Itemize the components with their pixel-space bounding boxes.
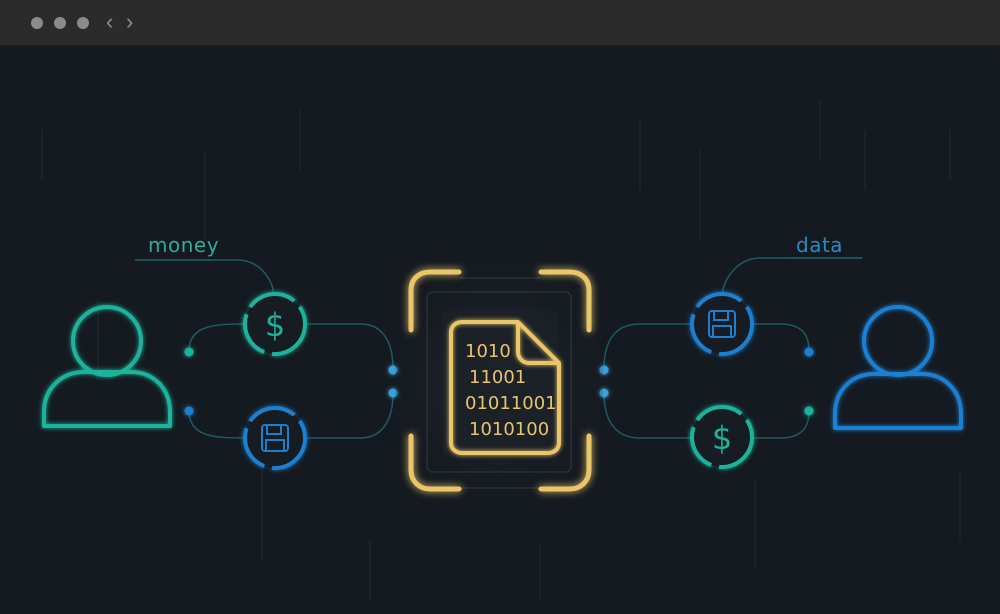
diagram-canvas: $ $ — [41, 100, 963, 600]
svg-text:$: $ — [265, 306, 285, 344]
dollar-icon: $ — [690, 405, 754, 469]
back-arrow-icon[interactable]: ‹ — [106, 9, 114, 34]
svg-text:$: $ — [712, 419, 732, 457]
sender-user-icon — [42, 305, 172, 428]
floppy-disk-icon — [243, 406, 307, 470]
floppy-disk-icon — [690, 292, 754, 356]
receiver-user-icon — [833, 305, 963, 430]
exchange-diagram: $ $ — [0, 46, 1000, 614]
binary-line-2: 11001 — [469, 367, 527, 388]
binary-line-1: 1010 — [465, 341, 511, 362]
left-connector-wires — [135, 259, 394, 439]
money-label: money — [148, 233, 220, 257]
window-control-close[interactable] — [31, 17, 43, 29]
window-control-zoom[interactable] — [77, 17, 89, 29]
window-control-minimize[interactable] — [54, 17, 66, 29]
binary-document-icon — [449, 320, 561, 455]
data-label: data — [796, 233, 844, 257]
center-frame — [395, 262, 603, 502]
dollar-icon: $ — [243, 292, 307, 356]
background-streaks — [41, 100, 961, 600]
binary-line-3: 01011001 — [465, 393, 557, 414]
binary-line-4: 1010100 — [469, 419, 550, 440]
forward-arrow-icon[interactable]: › — [126, 9, 134, 34]
window-titlebar: ‹ › — [0, 0, 1000, 46]
